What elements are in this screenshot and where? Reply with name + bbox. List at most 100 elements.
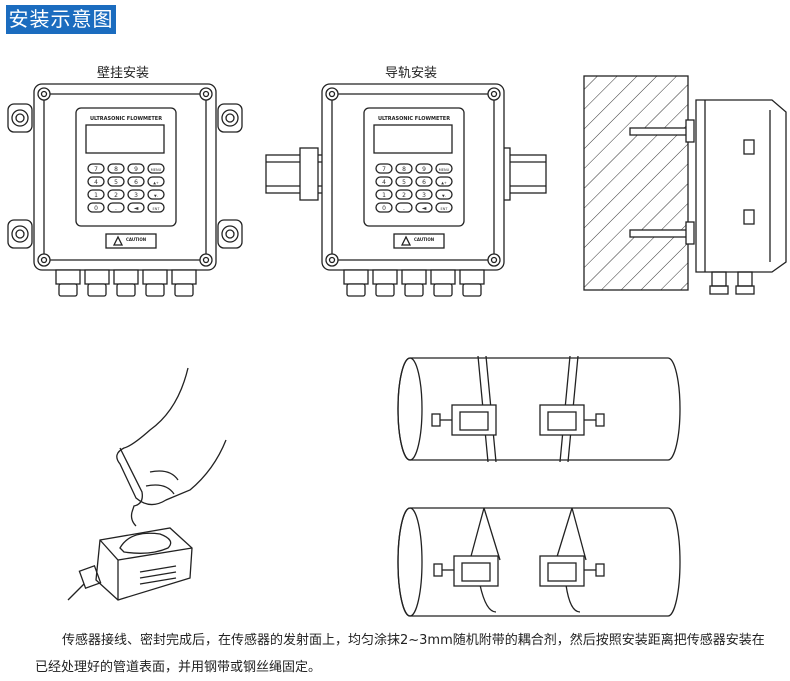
caution-text: CAUTION bbox=[414, 237, 434, 242]
enclosure bbox=[321, 83, 505, 271]
mounting-ear bbox=[217, 219, 243, 249]
cable-gland bbox=[55, 269, 81, 285]
screw-icon bbox=[37, 87, 51, 101]
instruction-line-2: 已经处理好的管道表面，并用钢带或钢丝绳固定。 bbox=[35, 660, 322, 675]
cable-gland bbox=[142, 269, 168, 285]
keypad-key bbox=[415, 202, 433, 213]
key-label: 0 bbox=[94, 205, 98, 212]
brand-label: ULTRASONIC FLOWMETER bbox=[378, 116, 450, 122]
keypad-key bbox=[435, 176, 453, 187]
key-label: 9 bbox=[422, 166, 426, 173]
key-label: 1 bbox=[382, 192, 386, 199]
key-label: 5 bbox=[114, 179, 118, 186]
instruction-line-1: 传感器接线、密封完成后，在传感器的发射面上，均匀涂抹2~3mm随机附带的耦合剂，… bbox=[62, 633, 765, 648]
keypad-key bbox=[87, 189, 105, 200]
key-label: 9 bbox=[134, 166, 138, 173]
key-label: 8 bbox=[114, 166, 118, 173]
enclosure bbox=[33, 83, 217, 271]
keypad-key bbox=[395, 202, 413, 213]
screw-icon bbox=[487, 253, 501, 267]
warning-icon bbox=[400, 235, 412, 246]
screw-icon bbox=[325, 253, 339, 267]
keypad-key bbox=[147, 189, 165, 200]
cable-gland bbox=[430, 269, 456, 285]
keypad-key bbox=[147, 176, 165, 187]
key-label: 8 bbox=[402, 166, 406, 173]
key-label: 3 bbox=[134, 192, 138, 199]
section-title: 安装示意图 bbox=[6, 5, 116, 34]
cable-gland bbox=[343, 269, 369, 285]
keypad-key bbox=[395, 163, 413, 174]
keypad-key bbox=[435, 202, 453, 213]
caution-label bbox=[393, 233, 445, 249]
key-label: ◄ bbox=[422, 205, 427, 212]
screw-icon bbox=[37, 253, 51, 267]
keypad-key bbox=[127, 189, 145, 200]
key-label: 6 bbox=[422, 179, 426, 186]
screw-icon bbox=[199, 87, 213, 101]
rail-mount-caption: 导轨安装 bbox=[385, 66, 438, 81]
keypad-key bbox=[435, 189, 453, 200]
key-label: 0 bbox=[382, 205, 386, 212]
keypad-key bbox=[415, 189, 433, 200]
keypad-key bbox=[127, 163, 145, 174]
key-label: 3 bbox=[422, 192, 426, 199]
front-panel bbox=[363, 107, 465, 227]
mounting-ear bbox=[7, 103, 33, 133]
keypad-key bbox=[107, 176, 125, 187]
keypad-key bbox=[395, 189, 413, 200]
cable-gland bbox=[459, 269, 485, 285]
caution-text: CAUTION bbox=[126, 237, 146, 242]
key-label: ◄ bbox=[134, 205, 139, 212]
cable-gland bbox=[372, 269, 398, 285]
front-panel bbox=[75, 107, 177, 227]
pipe-steel-band-mount bbox=[397, 355, 681, 463]
hand-applying-couplant bbox=[67, 367, 227, 601]
keypad-key bbox=[127, 176, 145, 187]
keypad-key bbox=[87, 202, 105, 213]
keypad-key bbox=[375, 189, 393, 200]
mounting-ear bbox=[7, 219, 33, 249]
keypad-key bbox=[435, 163, 453, 174]
warning-icon bbox=[112, 235, 124, 246]
key-label: ▲+ bbox=[441, 181, 447, 185]
key-label: ENT bbox=[441, 207, 449, 211]
keypad-key bbox=[107, 189, 125, 200]
key-label: 7 bbox=[382, 166, 386, 173]
key-label: MENU bbox=[151, 168, 162, 172]
key-label: 2 bbox=[402, 192, 406, 199]
wall-mount-caption: 壁挂安装 bbox=[97, 66, 150, 81]
brand-label: ULTRASONIC FLOWMETER bbox=[90, 116, 162, 122]
keypad-key bbox=[375, 163, 393, 174]
key-label: 1 bbox=[94, 192, 98, 199]
caution-label bbox=[105, 233, 157, 249]
key-label: 2 bbox=[114, 192, 118, 199]
key-label: ▼- bbox=[154, 194, 159, 198]
cable-gland bbox=[401, 269, 427, 285]
key-label: 4 bbox=[94, 179, 98, 186]
cable-gland bbox=[171, 269, 197, 285]
screw-icon bbox=[325, 87, 339, 101]
keypad-key bbox=[107, 163, 125, 174]
installation-instructions: 传感器接线、密封完成后，在传感器的发射面上，均匀涂抹2~3mm随机附带的耦合剂，… bbox=[35, 627, 785, 681]
mounting-ear bbox=[217, 103, 243, 133]
key-label: MENU bbox=[439, 168, 450, 172]
keypad-key bbox=[147, 163, 165, 174]
keypad-key bbox=[375, 202, 393, 213]
key-label: 5 bbox=[402, 179, 406, 186]
key-label: . bbox=[115, 205, 117, 212]
cable-gland bbox=[113, 269, 139, 285]
keypad-key bbox=[415, 176, 433, 187]
screw-icon bbox=[199, 253, 213, 267]
keypad-key bbox=[107, 202, 125, 213]
key-label: ▲+ bbox=[153, 181, 159, 185]
key-label: 4 bbox=[382, 179, 386, 186]
wall-side-view bbox=[583, 75, 787, 295]
keypad-key bbox=[415, 163, 433, 174]
lcd-display bbox=[373, 124, 453, 154]
key-label: 7 bbox=[94, 166, 98, 173]
key-label: ENT bbox=[153, 207, 161, 211]
cable-gland bbox=[84, 269, 110, 285]
